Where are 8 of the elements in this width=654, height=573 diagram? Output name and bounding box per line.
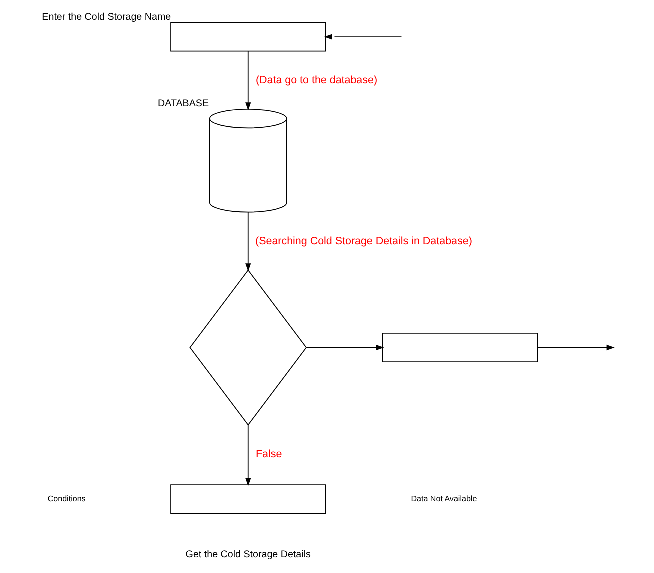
node-label: Enter the Cold Storage Name [42,12,172,23]
edge-label: False [256,448,282,460]
edge-label: (Data go to the database) [256,74,378,87]
edge-label: (Searching Cold Storage Details in Database) [256,236,472,248]
node-label: Get the Cold Storage Details [186,549,311,560]
node-label: DATABASE [158,98,210,110]
label: Conditions [48,494,86,504]
label: Data Not Available [411,494,478,504]
